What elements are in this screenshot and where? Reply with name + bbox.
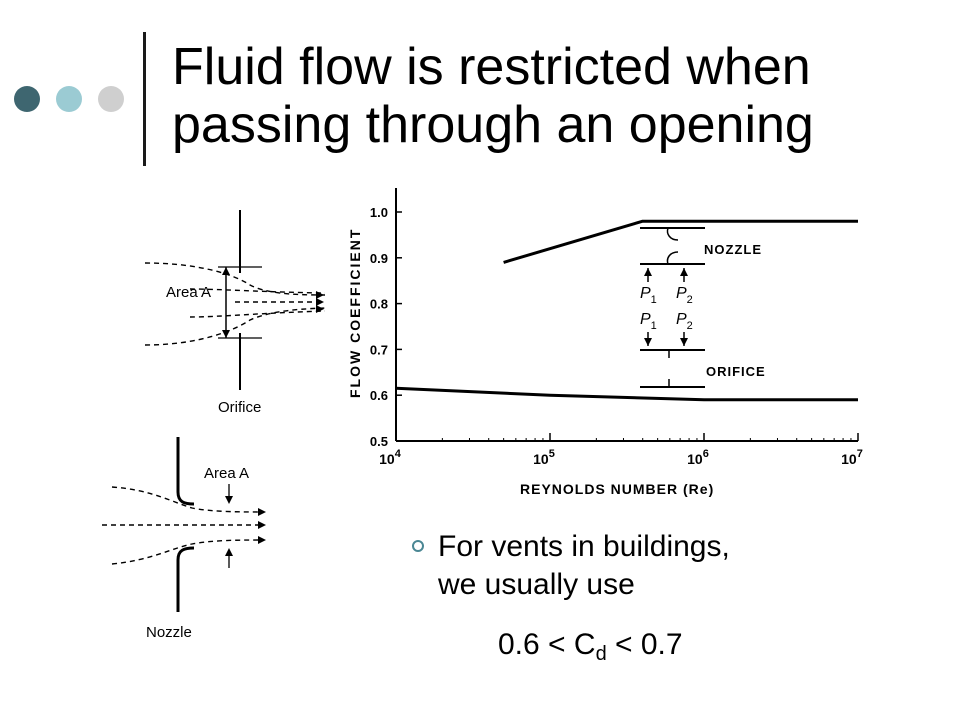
bullet-line-2: we usually use <box>438 568 635 601</box>
orifice-area-label: Area A <box>166 284 211 301</box>
inset-nozzle-label: NOZZLE <box>704 242 762 257</box>
chart-x-axis-label: REYNOLDS NUMBER (Re) <box>520 481 714 497</box>
orifice-caption: Orifice <box>218 399 261 416</box>
streamline-bottom <box>144 307 326 346</box>
nozzle-diagram: Area A Nozzle <box>102 437 266 641</box>
x-tick-label: 105 <box>533 448 555 467</box>
inset-nozzle-curve <box>666 251 679 265</box>
discharge-coefficient-range: 0.6 < Cd < 0.7 <box>498 626 683 673</box>
y-tick-label: 0.6 <box>370 388 388 403</box>
nozzle-streamline-top <box>111 486 265 513</box>
flow-arrowhead-2 <box>316 298 324 306</box>
series-line-orifice <box>395 386 858 402</box>
inset-p1-label: P1 <box>640 311 657 332</box>
formula-right: < 0.7 <box>606 628 683 661</box>
flow-arrowhead-3 <box>316 305 324 313</box>
inset-p1-label: P1 <box>640 285 657 306</box>
nozzle-area-arrowhead-top <box>225 496 233 504</box>
inset-pressure-arrowhead <box>680 268 688 276</box>
chart-y-axis-label: FLOW COEFFICIENT <box>347 228 363 398</box>
nozzle-wall-top <box>176 437 195 506</box>
bullet-ring-icon <box>412 540 424 552</box>
nozzle-wall-bottom <box>176 546 195 612</box>
y-tick-label: 1.0 <box>370 205 388 220</box>
nozzle-area-arrowhead-bottom <box>225 548 233 556</box>
inset-p2-label: P2 <box>676 311 693 332</box>
inset-pressure-arrowhead <box>644 338 652 346</box>
streamline-upper <box>189 288 326 294</box>
orifice-diagram: Area A Orifice <box>144 210 326 416</box>
formula-left: 0.6 < C <box>498 628 596 661</box>
x-tick-label: 106 <box>687 448 709 467</box>
title-line-2: passing through an opening <box>172 96 814 154</box>
nozzle-flow-arrowhead-2 <box>258 521 266 529</box>
streamline-top <box>144 262 326 296</box>
inset-pressure-arrowhead <box>644 268 652 276</box>
slide-title: Fluid flow is restricted when passing th… <box>172 38 952 154</box>
area-arrowhead-up <box>222 267 230 275</box>
nozzle-flow-arrowhead-3 <box>258 536 266 544</box>
inset-p2-label: P2 <box>676 285 693 306</box>
title-divider <box>143 32 146 166</box>
inset-pressure-arrowhead <box>680 338 688 346</box>
grey-dot <box>98 86 124 112</box>
series-line-nozzle <box>503 219 858 264</box>
decorative-dots <box>14 86 124 114</box>
chart-axes <box>395 188 858 442</box>
y-tick-label: 0.9 <box>370 251 388 266</box>
nozzle-streamline-bottom <box>111 539 265 565</box>
nozzle-caption: Nozzle <box>146 624 192 641</box>
formula-subscript: d <box>595 643 607 665</box>
chart-series <box>395 219 858 402</box>
y-tick-label: 0.5 <box>370 434 388 449</box>
bullet-line-1: For vents in buildings, <box>438 530 730 563</box>
inset-orifice-label: ORIFICE <box>706 364 766 379</box>
x-tick-label: 104 <box>379 448 402 467</box>
nozzle-area-label: Area A <box>204 465 249 482</box>
inset-nozzle-curve <box>666 227 679 241</box>
y-tick-label: 0.8 <box>370 297 388 312</box>
y-tick-label: 0.7 <box>370 342 388 357</box>
light-teal-dot <box>56 86 82 112</box>
bullet-text: For vents in buildings, we usually use <box>438 528 918 604</box>
area-arrowhead-down <box>222 330 230 338</box>
streamline-lower <box>189 310 326 318</box>
title-line-1: Fluid flow is restricted when <box>172 38 811 96</box>
nozzle-flow-arrowhead-1 <box>258 508 266 516</box>
flow-arrowhead-1 <box>316 291 324 299</box>
x-tick-label: 107 <box>841 448 863 467</box>
dark-teal-dot <box>14 86 40 112</box>
